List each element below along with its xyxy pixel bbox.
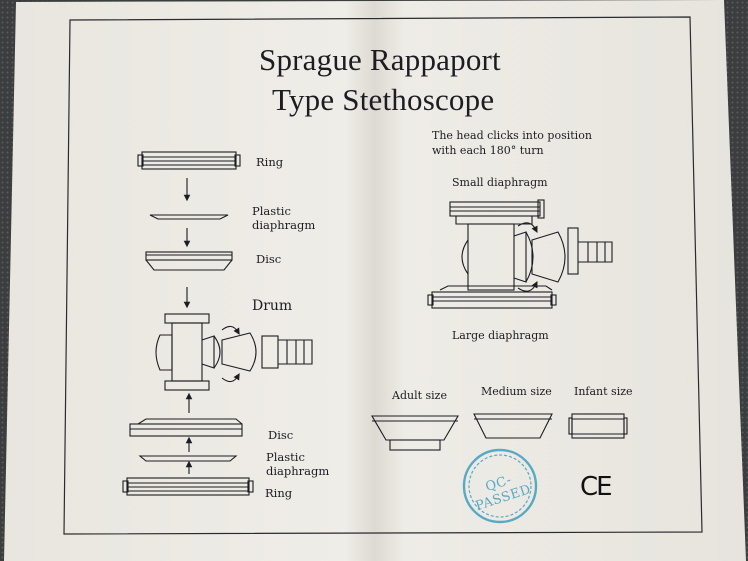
label-ring-top: Ring <box>256 155 284 169</box>
plastic-diaphragm-bottom-drawing <box>138 455 238 462</box>
title-line-2: Type Stethoscope <box>272 82 495 117</box>
rotation-arrow-icon <box>221 373 240 383</box>
ring-bottom-drawing <box>122 477 254 496</box>
drum-drawing <box>155 313 313 391</box>
label-plastic-diaphragm-bottom: Plastic diaphragm <box>266 450 329 478</box>
assembled-chestpiece-drawing <box>427 199 613 309</box>
label-large-diaphragm: Large diaphragm <box>452 329 549 342</box>
label-plastic-diaphragm-top: Plastic diaphragm <box>252 204 315 232</box>
label-drum: Drum <box>252 298 293 314</box>
medium-earpiece-drawing <box>473 413 553 439</box>
label-adult-size: Adult size <box>392 389 447 402</box>
disc-top-drawing <box>145 251 233 271</box>
ring-top-drawing <box>137 151 241 170</box>
label-small-diaphragm: Small diaphragm <box>452 176 548 189</box>
note-line: with each 180° turn <box>432 144 544 157</box>
rotation-arrow-icon <box>221 325 240 335</box>
paper-sheet <box>4 0 746 561</box>
infant-earpiece-drawing <box>568 413 628 439</box>
ce-mark: CE <box>580 472 613 502</box>
label-line: Plastic <box>266 450 305 464</box>
label-line: diaphragm <box>266 464 330 478</box>
label-disc-top: Disc <box>256 252 282 266</box>
label-line: Plastic <box>252 204 291 218</box>
label-medium-size: Medium size <box>481 385 552 398</box>
disc-bottom-drawing <box>129 418 243 437</box>
note-line: The head clicks into position <box>432 129 592 142</box>
title-line-1: Sprague Rappaport <box>259 42 501 77</box>
plastic-diaphragm-top-drawing <box>149 214 229 220</box>
head-note: The head clicks into position with each … <box>432 128 592 158</box>
page-border <box>63 16 703 535</box>
adult-earpiece-drawing <box>371 415 459 451</box>
label-infant-size: Infant size <box>574 385 633 398</box>
label-line: diaphragm <box>252 218 316 232</box>
label-disc-bottom: Disc <box>268 428 294 442</box>
qc-stamp-drawing <box>462 448 538 524</box>
label-ring-bottom: Ring <box>265 486 293 500</box>
rotation-arrow-icon <box>517 222 538 233</box>
